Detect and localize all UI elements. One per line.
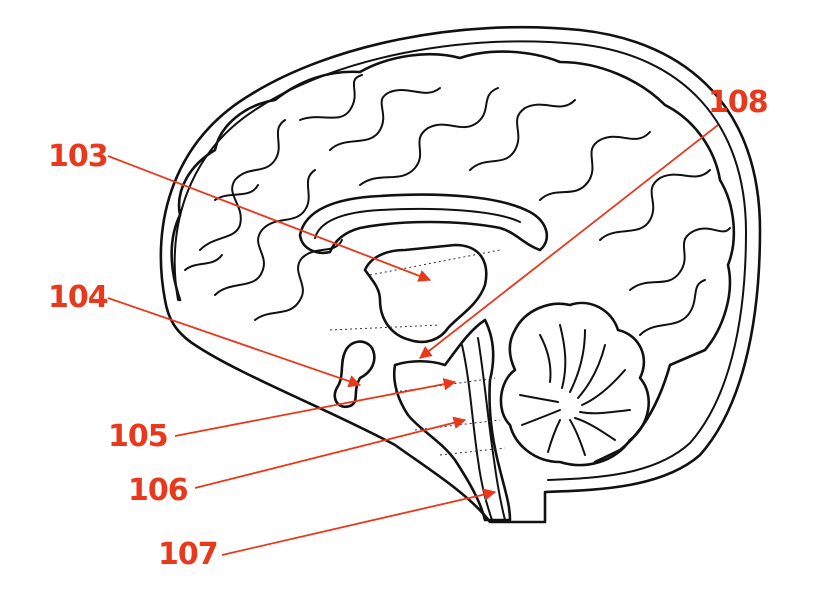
label-103: 103 — [48, 139, 108, 174]
leader-106 — [194, 416, 467, 489]
head-outline — [159, 25, 762, 524]
leader-108 — [419, 124, 719, 359]
leader-107 — [221, 488, 497, 556]
leader-103 — [107, 155, 432, 282]
label-104: 104 — [48, 280, 108, 315]
diencephalon — [329, 243, 501, 344]
labels: 103 104 105 106 107 108 — [48, 85, 769, 572]
label-108: 108 — [708, 85, 768, 120]
label-106: 106 — [128, 473, 188, 508]
brainstem — [392, 318, 512, 522]
leader-104 — [107, 297, 362, 388]
leader-105 — [174, 377, 457, 437]
pituitary-region — [333, 340, 376, 409]
label-107: 107 — [158, 537, 218, 572]
label-105: 105 — [108, 419, 168, 454]
cerebellum — [499, 301, 650, 467]
cerebrum — [170, 50, 736, 464]
corpus-callosum — [298, 193, 549, 255]
leader-lines — [107, 124, 719, 556]
